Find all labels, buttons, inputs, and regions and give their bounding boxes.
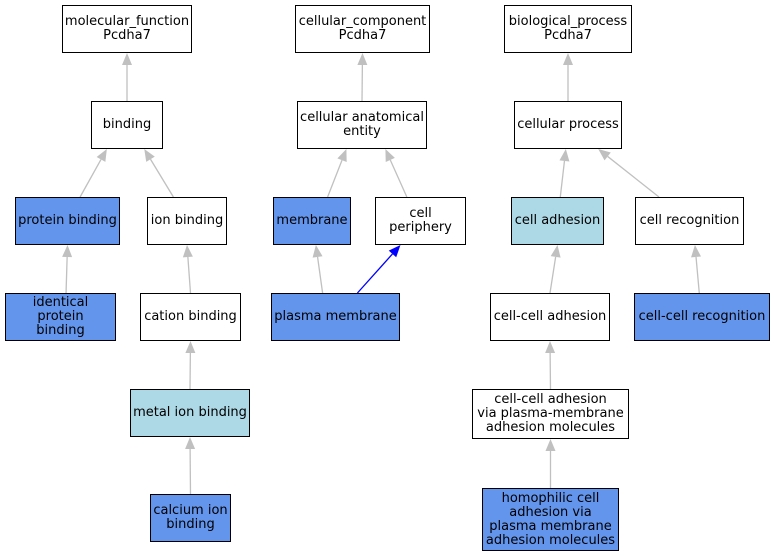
edge-arrowhead bbox=[545, 341, 556, 354]
edge-identical-protein-binding-to-protein-binding bbox=[62, 245, 73, 294]
edge-arrowhead bbox=[691, 245, 702, 258]
edge-cell-periphery-to-cellular-anatomical-entity bbox=[385, 149, 408, 198]
edge-arrowhead bbox=[182, 245, 193, 258]
node-cell-cell-adhesion: cell-cell adhesion bbox=[490, 293, 610, 341]
edge-line bbox=[607, 155, 660, 198]
edge-arrowhead bbox=[385, 149, 395, 162]
edge-plasma-membrane-to-membrane bbox=[312, 245, 324, 294]
node-cellular-component: cellular_component Pcdha7 bbox=[295, 5, 430, 53]
edge-arrowhead bbox=[312, 245, 323, 258]
edge-arrowhead bbox=[96, 149, 107, 162]
edge-arrowhead bbox=[337, 149, 347, 162]
edge-cellular-anatomical-entity-to-cellular-component bbox=[357, 53, 368, 102]
node-cell-cell-recognition: cell-cell recognition bbox=[634, 293, 770, 341]
edge-line bbox=[79, 159, 102, 198]
node-metal-ion-binding: metal ion binding bbox=[130, 389, 250, 437]
edge-arrowhead bbox=[559, 149, 570, 162]
edge-line bbox=[356, 253, 393, 294]
edge-arrowhead bbox=[357, 53, 368, 66]
edge-cell-recognition-to-cellular-process bbox=[598, 149, 660, 198]
edge-calcium-ion-binding-to-metal-ion-binding bbox=[185, 437, 196, 495]
node-cellular-anatomical-entity: cellular anatomical entity bbox=[297, 101, 427, 149]
node-cation-binding: cation binding bbox=[140, 293, 241, 341]
node-cell-adhesion: cell adhesion bbox=[511, 197, 604, 245]
edge-line bbox=[389, 159, 408, 198]
edge-line bbox=[695, 256, 700, 294]
edge-arrowhead bbox=[563, 53, 573, 65]
edge-membrane-to-cellular-anatomical-entity bbox=[326, 149, 347, 198]
node-cell-recognition: cell recognition bbox=[635, 197, 744, 245]
edge-line bbox=[149, 158, 174, 198]
edge-cell-cell-recognition-to-cell-recognition bbox=[691, 245, 702, 294]
edge-line bbox=[65, 256, 68, 294]
node-molecular-function: molecular_function Pcdha7 bbox=[62, 5, 192, 53]
edge-arrowhead bbox=[62, 245, 73, 258]
node-homophilic-cell-adhesion: homophilic cell adhesion via plasma memb… bbox=[482, 488, 619, 551]
edge-arrowhead bbox=[598, 149, 611, 161]
node-ion-binding: ion binding bbox=[147, 197, 227, 245]
node-protein-binding: protein binding bbox=[15, 197, 120, 245]
edge-arrowhead bbox=[550, 245, 561, 258]
edge-metal-ion-binding-to-cation-binding bbox=[185, 341, 196, 390]
edge-line bbox=[316, 256, 324, 294]
node-binding: binding bbox=[91, 101, 163, 149]
edge-protein-binding-to-binding bbox=[79, 149, 107, 198]
edge-arrowhead bbox=[185, 341, 196, 354]
node-cell-periphery: cell periphery bbox=[375, 197, 466, 245]
node-cellular-process: cellular process bbox=[514, 101, 622, 149]
edge-line bbox=[326, 159, 343, 198]
edge-arrowhead bbox=[185, 437, 196, 450]
edge-line bbox=[187, 256, 192, 294]
edge-line bbox=[559, 160, 566, 198]
edge-homophilic-to-cell-cell-adhesion-pm bbox=[545, 439, 556, 488]
edge-cell-cell-adhesion-pm-to-cell-cell-adhesion bbox=[545, 341, 556, 390]
node-plasma-membrane: plasma membrane bbox=[271, 293, 400, 341]
edge-cation-binding-to-ion-binding bbox=[182, 245, 193, 294]
edge-arrowhead bbox=[144, 149, 155, 162]
node-membrane: membrane bbox=[273, 197, 351, 245]
edge-arrowhead bbox=[388, 245, 401, 258]
edge-line bbox=[549, 256, 557, 294]
edge-arrowhead bbox=[545, 439, 556, 451]
edge-binding-to-molecular-function bbox=[122, 53, 132, 101]
node-cell-cell-adhesion-via-plasma-membrane: cell-cell adhesion via plasma-membrane a… bbox=[472, 389, 629, 439]
edge-cell-adhesion-to-cellular-process bbox=[559, 149, 570, 198]
edge-ion-binding-to-binding bbox=[144, 149, 174, 198]
edge-cell-cell-adhesion-to-cell-adhesion bbox=[549, 245, 561, 294]
edge-arrowhead bbox=[122, 53, 132, 65]
edge-plasma-membrane-to-cell-periphery bbox=[356, 245, 401, 294]
node-calcium-ion-binding: calcium ion binding bbox=[150, 494, 231, 542]
node-identical-protein-binding: identical protein binding bbox=[5, 293, 116, 341]
node-biological-process: biological_process Pcdha7 bbox=[504, 5, 632, 53]
edge-cellular-process-to-biological-process bbox=[563, 53, 573, 101]
